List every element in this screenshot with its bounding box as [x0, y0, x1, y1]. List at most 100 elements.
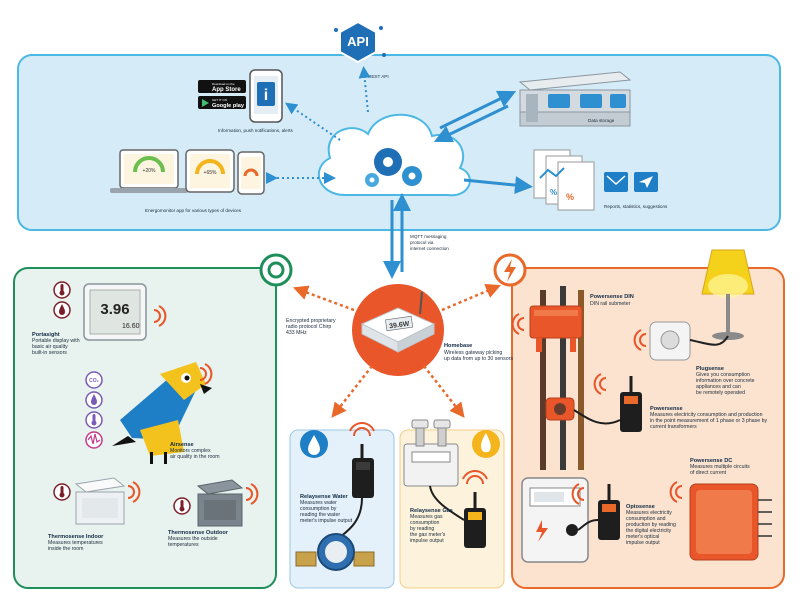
svg-text:built-in sensors: built-in sensors: [32, 350, 67, 356]
svg-text:Portable display with: Portable display with: [32, 338, 80, 344]
svg-text:inside the room: inside the room: [48, 546, 83, 552]
air-humidity-icon: [85, 391, 103, 409]
plugsense-device: [649, 321, 729, 361]
gears-icon: [365, 148, 422, 187]
storage-arrow-in: [439, 90, 517, 130]
svg-text:Google play: Google play: [212, 103, 245, 109]
wifi-signal-icon: [199, 363, 213, 385]
svg-text:consumption by: consumption by: [300, 506, 337, 512]
svg-text:Optosense: Optosense: [626, 504, 655, 510]
svg-text:up data from up to 30 sensors: up data from up to 30 sensors: [444, 356, 513, 362]
svg-text:meter's impulse output: meter's impulse output: [300, 518, 353, 524]
svg-text:Monitors complex: Monitors complex: [170, 448, 211, 454]
api-badge-text: API: [347, 34, 369, 49]
wifi-signal-icon: [633, 329, 647, 351]
wifi-signal-icon: [571, 483, 585, 505]
svg-text:Gives you consumption: Gives you consumption: [696, 372, 750, 378]
svg-text:consumption and: consumption and: [626, 516, 666, 522]
svg-text:MQTT messaging: MQTT messaging: [410, 234, 447, 239]
wifi-signal-icon: [669, 481, 683, 503]
svg-text:meter's optical: meter's optical: [626, 534, 659, 540]
svg-text:by reading: by reading: [410, 526, 434, 532]
storage-arrow-out: [433, 104, 509, 143]
svg-text:Measures electricity consumpti: Measures electricity consumption and pro…: [650, 412, 763, 418]
reports-arrow: [463, 176, 533, 195]
svg-text:protocol via: protocol via: [410, 240, 434, 245]
svg-text:%: %: [550, 188, 557, 197]
api-arrow: [358, 66, 371, 113]
electricity-icon: [493, 253, 527, 287]
portasight-value: 3.96: [100, 301, 129, 318]
svg-text:Measures water: Measures water: [300, 500, 337, 506]
play-icon: [202, 99, 209, 107]
svg-text:%: %: [566, 192, 574, 202]
svg-text:Airsense: Airsense: [170, 442, 194, 448]
din-rail-icon: [529, 286, 584, 470]
svg-text:air quality in the room: air quality in the room: [170, 454, 220, 460]
wifi-signal-icon: [245, 483, 259, 505]
devices-caption: Energomonitor app for various types of d…: [145, 208, 242, 213]
info-icon: i: [264, 87, 268, 104]
google-play-badge[interactable]: GET IT ON Google play: [198, 96, 246, 109]
svg-text:Encrypted proprietary: Encrypted proprietary: [286, 318, 336, 324]
svg-text:consumption: consumption: [410, 520, 440, 526]
data-storage-label: Data storage: [588, 118, 615, 123]
thermometer-icon: [53, 281, 71, 299]
portasight-sub: 16.60: [122, 323, 140, 330]
homebase-title: Homebase: [444, 343, 472, 349]
svg-text:reading the water: reading the water: [300, 512, 340, 518]
svg-text:in the point measurement of 1: in the point measurement of 1 phase or 3…: [650, 418, 767, 424]
svg-text:Measures gas: Measures gas: [410, 514, 443, 520]
svg-text:Wireless gateway picking: Wireless gateway picking: [444, 350, 502, 356]
svg-text:basic air quality: basic air quality: [32, 344, 68, 350]
relaysense-gas-device: [429, 485, 486, 548]
radio-arrow-gas: [423, 365, 465, 418]
lamp-icon: [701, 249, 755, 340]
svg-text:+65%: +65%: [204, 170, 217, 176]
svg-text:appliances and can: appliances and can: [696, 384, 741, 390]
app-store-badge[interactable]: Download on the App Store: [198, 80, 246, 93]
environment-icon: [259, 253, 293, 287]
svg-text:current transformers: current transformers: [650, 424, 697, 430]
svg-text:the digital electricity: the digital electricity: [626, 528, 672, 534]
email-icon[interactable]: [604, 172, 628, 192]
notifications-arrow: [285, 102, 341, 141]
svg-text:Measures the outside: Measures the outside: [168, 536, 218, 542]
svg-text:production by reading: production by reading: [626, 522, 676, 528]
gas-meter-icon: [403, 419, 459, 487]
homebase-display: 39.6W: [389, 321, 410, 331]
thermosense-outdoor-device: [196, 479, 244, 527]
thermo-outdoor-icon: [173, 497, 191, 515]
svg-text:Measures multiple circuits: Measures multiple circuits: [690, 464, 750, 470]
thermosense-indoor-device: [74, 477, 126, 525]
svg-text:GET IT ON: GET IT ON: [212, 98, 227, 102]
thermo-indoor-icon: [53, 483, 71, 501]
co2-icon: CO₂: [85, 371, 103, 389]
airsense-bird: [112, 362, 212, 464]
svg-text:be remotely operated: be remotely operated: [696, 390, 745, 396]
laptop-icon: +20%: [110, 149, 188, 193]
server-icon: [518, 71, 632, 127]
send-icon[interactable]: [634, 172, 658, 192]
powersense-device: [573, 376, 642, 432]
svg-text:433 MHz: 433 MHz: [286, 330, 307, 336]
svg-text:Powersense DC: Powersense DC: [690, 458, 732, 464]
notifications-label: Information, push notifications, alerts: [218, 128, 294, 133]
humidity-icon: [53, 301, 71, 319]
noise-icon: [85, 431, 103, 449]
svg-text:the gas meter's: the gas meter's: [410, 532, 446, 538]
wifi-signal-icon: [153, 305, 167, 327]
svg-text:temperatures: temperatures: [168, 542, 199, 548]
wifi-signal-icon: [511, 313, 525, 335]
svg-text:Thermosense Indoor: Thermosense Indoor: [48, 534, 104, 540]
svg-text:Plugsense: Plugsense: [696, 366, 724, 372]
svg-text:+20%: +20%: [143, 168, 156, 174]
phone-icon: i: [249, 69, 283, 123]
wifi-signal-icon: [349, 422, 375, 437]
svg-text:impulse output: impulse output: [626, 540, 660, 546]
tablet-icon: +65%: [185, 149, 235, 193]
reports-label: Reports, statistics, suggestions: [604, 204, 668, 209]
smartphone-icon: [237, 151, 265, 195]
powersense-dc-device: [689, 483, 772, 561]
water-meter-icon: [295, 533, 375, 571]
